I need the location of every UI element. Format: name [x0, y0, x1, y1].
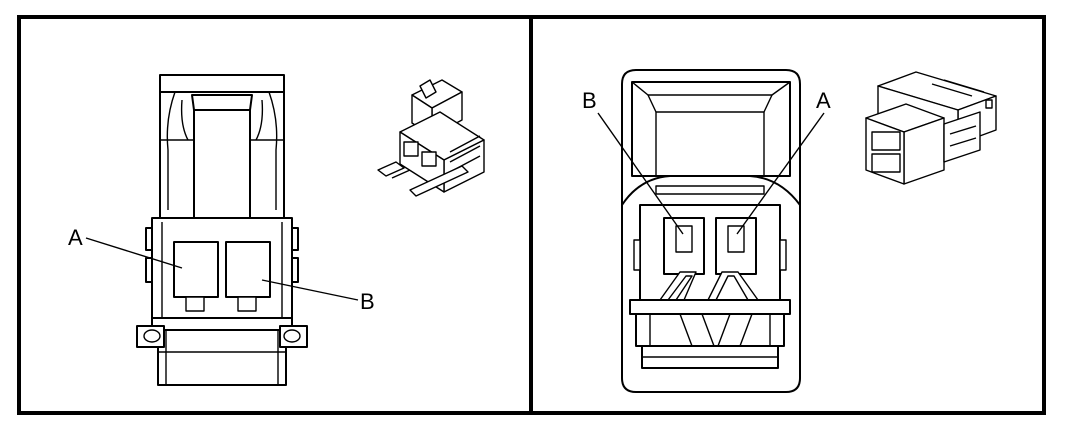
right-callout-a: A: [816, 88, 831, 113]
right-connector-face: [621, 69, 801, 393]
left-connector-face: [136, 74, 308, 386]
right-callout-b: B: [582, 88, 597, 113]
left-callout-b-leader: [261, 279, 359, 301]
left-callout-a-leader: [85, 237, 183, 269]
left-callout-b: B: [360, 289, 375, 314]
left-callout-a: A: [68, 225, 83, 250]
right-connector-thumbnail: [865, 71, 997, 185]
right-callout-a-leader: [736, 112, 825, 235]
left-connector-thumbnail: [377, 79, 485, 197]
right-callout-b-leader: [597, 112, 684, 235]
